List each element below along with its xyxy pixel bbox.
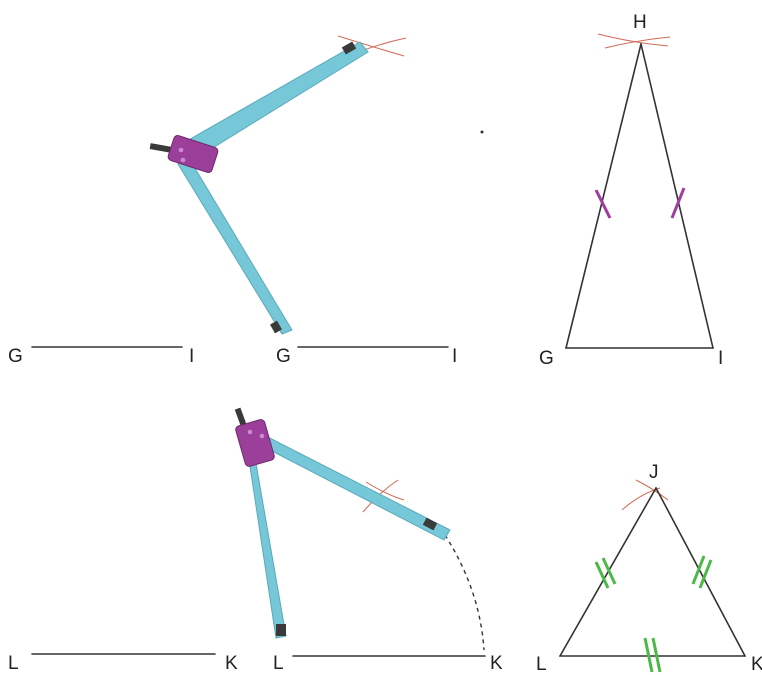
stray-dot	[480, 130, 484, 134]
label-l-bottom-1: L	[8, 653, 19, 674]
label-l-bottom-3: L	[536, 654, 547, 675]
dashed-arc	[444, 534, 485, 651]
compass-icon	[149, 41, 369, 335]
side-gh	[565, 43, 642, 349]
label-i-top-3: I	[718, 348, 723, 369]
top-step1-segment-group: G I	[8, 346, 194, 367]
arc-marks-h	[597, 33, 671, 49]
equal-marks-jk	[691, 555, 713, 589]
label-h: H	[633, 12, 647, 33]
top-step2-segment-group: G I	[149, 35, 484, 367]
label-k-bottom-3: K	[751, 654, 762, 675]
equal-marks-lk	[643, 637, 662, 673]
label-k-bottom-1: K	[225, 653, 238, 674]
label-i-top-2: I	[452, 346, 457, 367]
bottom-step1-segment-group: L K	[8, 653, 238, 674]
bottom-step2-segment-group: L K	[234, 407, 503, 674]
arc-marks-j	[621, 479, 669, 511]
top-step3-triangle-group: H G I	[539, 12, 723, 369]
compass-icon	[234, 407, 451, 639]
label-j: J	[649, 462, 659, 483]
label-g-top-1: G	[8, 346, 23, 367]
side-jk	[655, 487, 746, 657]
bottom-step3-triangle-group: J L K	[536, 462, 762, 675]
label-i-top-1: I	[189, 346, 194, 367]
label-g-top-3: G	[539, 348, 554, 369]
equal-marks-lj	[594, 557, 617, 589]
label-k-bottom-2: K	[490, 653, 503, 674]
equal-mark-gh	[594, 189, 612, 219]
equal-mark-hi	[670, 187, 686, 219]
side-hi	[640, 43, 714, 349]
label-g-top-2: G	[276, 346, 291, 367]
label-l-bottom-2: L	[273, 653, 284, 674]
